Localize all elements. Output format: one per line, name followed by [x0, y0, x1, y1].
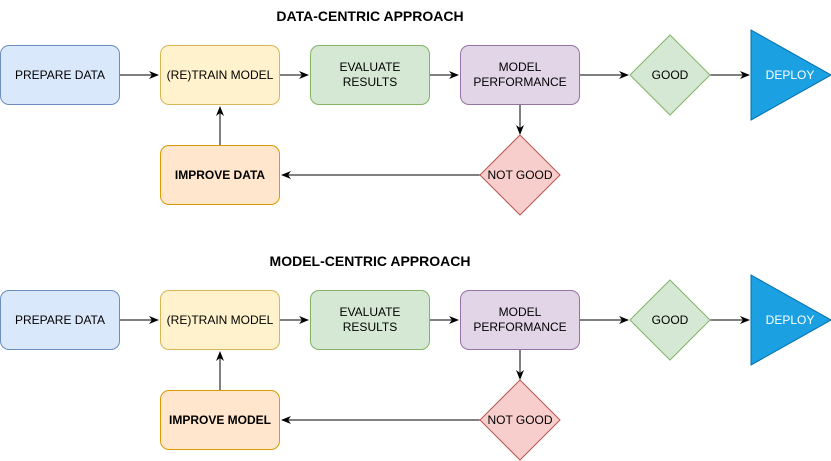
good-diamond — [629, 34, 711, 116]
good-label: GOOD — [651, 313, 689, 327]
not-good-label: NOT GOOD — [487, 168, 553, 182]
section-title: MODEL-CENTRIC APPROACH — [269, 253, 471, 269]
train-model-node[interactable]: (RE)TRAIN MODEL — [160, 45, 280, 105]
not-good-label: NOT GOOD — [487, 413, 553, 427]
good-label: GOOD — [651, 68, 689, 82]
model-performance-node[interactable]: MODEL PERFORMANCE — [460, 290, 580, 350]
improve-node[interactable]: IMPROVE MODEL — [160, 390, 280, 450]
prepare-data-node[interactable]: PREPARE DATA — [0, 290, 120, 350]
model-centric-diagram — [120, 274, 831, 461]
prepare-data-node[interactable]: PREPARE DATA — [0, 45, 120, 105]
deploy-triangle — [750, 274, 831, 366]
not-good-diamond — [479, 134, 561, 216]
deploy-label: DEPLOY — [765, 68, 815, 82]
data-centric-diagram — [120, 29, 831, 216]
not-good-diamond — [479, 379, 561, 461]
deploy-label: DEPLOY — [765, 313, 815, 327]
evaluate-results-node[interactable]: EVALUATE RESULTS — [310, 45, 430, 105]
good-diamond — [629, 279, 711, 361]
deploy-triangle — [750, 29, 831, 121]
section-title: DATA-CENTRIC APPROACH — [276, 8, 464, 24]
model-performance-node[interactable]: MODEL PERFORMANCE — [460, 45, 580, 105]
improve-node[interactable]: IMPROVE DATA — [160, 145, 280, 205]
train-model-node[interactable]: (RE)TRAIN MODEL — [160, 290, 280, 350]
evaluate-results-node[interactable]: EVALUATE RESULTS — [310, 290, 430, 350]
